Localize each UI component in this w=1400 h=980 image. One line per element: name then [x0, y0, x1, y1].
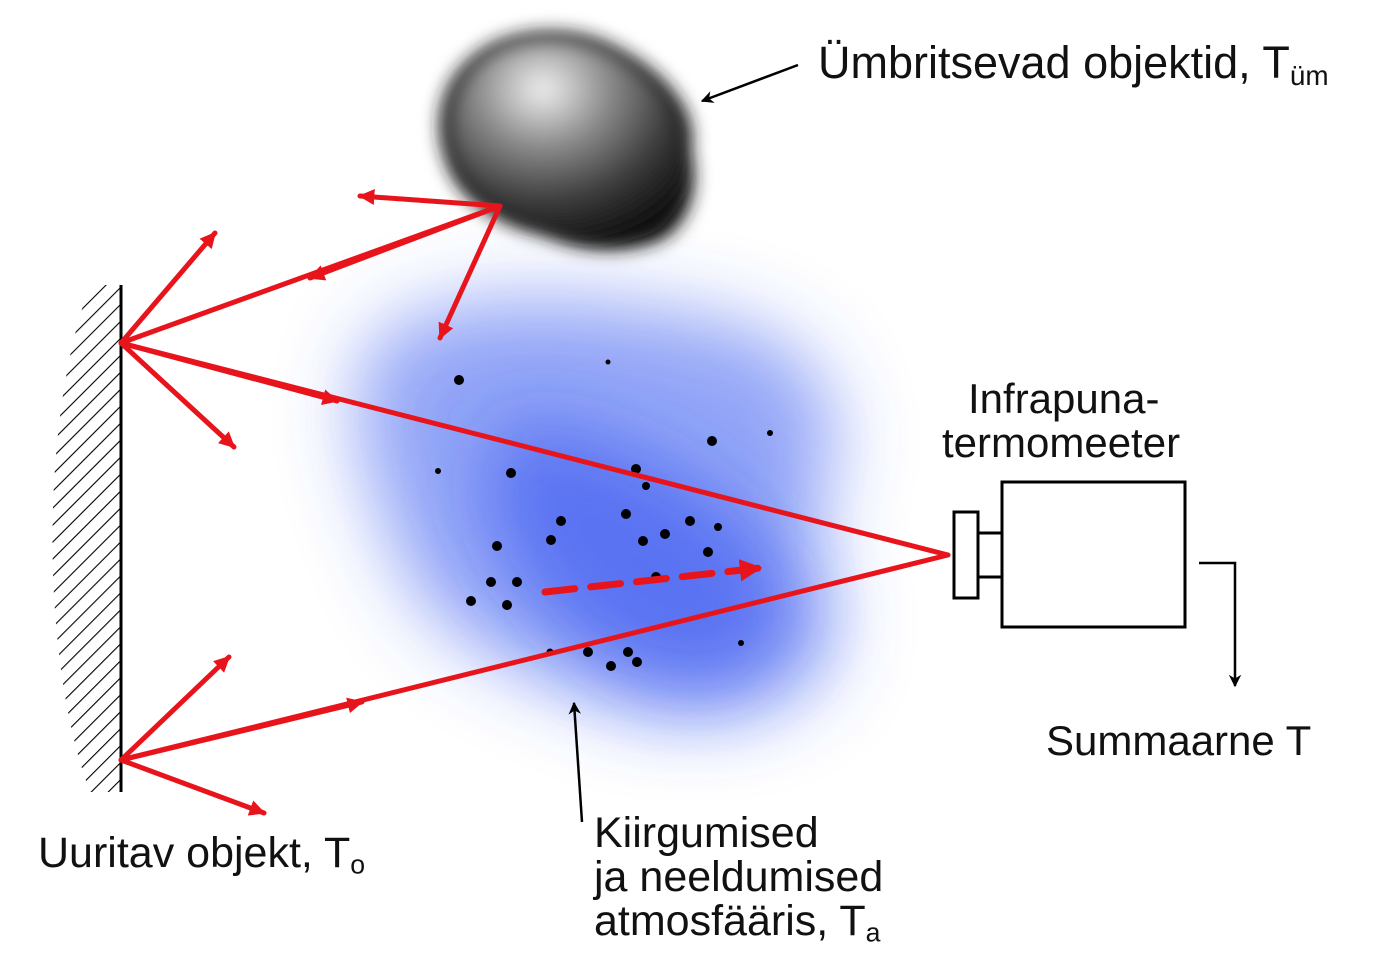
ray-wall-down [118, 340, 237, 450]
thermometer-label-line2: termomeeter [942, 419, 1181, 466]
radiation-rays [118, 189, 951, 816]
thermometer-label-line1: Infrapuna- [968, 375, 1160, 422]
atmosphere-label-line1: Kiirgumised [594, 809, 819, 857]
atmosphere-label-line2: ja neeldumised [594, 853, 884, 901]
output-label: Summaarne T [1046, 717, 1312, 764]
target-object-wall [52, 285, 123, 792]
ray-wall-lower-down [118, 757, 267, 816]
ray-rock-down [437, 203, 503, 341]
thermometer-body [1000, 480, 1187, 629]
surroundings-label: Ümbritsevad objektid, Tüm [818, 37, 1329, 91]
infrared-thermometer [952, 480, 1187, 629]
ray-wall-lower-up [118, 654, 232, 763]
target-object-label: Uuritav objekt, To [38, 829, 366, 880]
thermometer-neck [976, 531, 1004, 579]
ray-wall-up [118, 230, 218, 346]
thermometer-lens [952, 510, 980, 600]
ray-atmosphere-dashed [541, 559, 764, 596]
output-arrow [1199, 561, 1242, 688]
ray-rock-left [357, 189, 503, 209]
ray-beam-arrow-upper [118, 340, 340, 405]
rock-pointer-arrow [700, 63, 799, 103]
atmosphere-pointer-arrow [568, 701, 584, 823]
surrounding-object-rock [440, 31, 694, 250]
ray-beam-arrow-lower [118, 697, 365, 763]
atmosphere-label-line3: atmosfääris, Ta [594, 897, 881, 948]
ray-rock-to-wall [307, 203, 503, 281]
atmosphere-particles [435, 359, 773, 671]
